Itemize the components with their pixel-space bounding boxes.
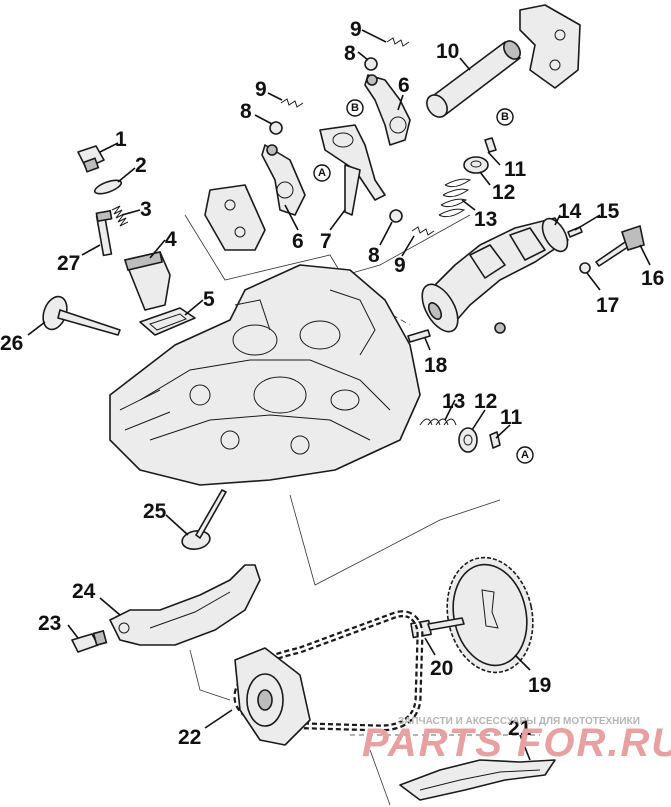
callout-22: 22 xyxy=(178,726,201,749)
callout-24: 24 xyxy=(72,580,96,603)
watermark-logo: PARTS FOR.RU xyxy=(362,721,671,765)
callout-9-top: 9 xyxy=(350,18,362,41)
callout-23: 23 xyxy=(38,612,61,635)
chain-guide-upper xyxy=(109,564,261,646)
leader-lines xyxy=(27,29,651,761)
cylinder-head xyxy=(109,264,421,486)
callout-13-upper: 13 xyxy=(474,208,497,231)
callout-8-center: 8 xyxy=(368,244,380,267)
lower-valve-spring xyxy=(419,418,457,426)
dowel-pin xyxy=(567,226,583,238)
callout-9-left: 9 xyxy=(255,78,267,101)
chain-guide-lower xyxy=(399,759,556,801)
callout-13-lower: 13 xyxy=(442,390,465,413)
callout-7: 7 xyxy=(320,230,332,253)
upper-valve-keeper xyxy=(484,137,497,153)
cam-sprocket-bolt xyxy=(595,224,645,267)
callout-numbers: 1 2 3 4 5 6 6 7 8 8 8 9 9 9 10 11 11 12 … xyxy=(0,18,664,749)
ref-circle-a-upper: A xyxy=(313,164,331,182)
rocker-shaft xyxy=(426,40,521,118)
callout-3: 3 xyxy=(140,198,152,221)
callout-12-upper: 12 xyxy=(492,181,515,204)
ref-circle-b-right: B xyxy=(496,108,514,126)
callout-26: 26 xyxy=(0,332,23,355)
intake-valve xyxy=(42,295,121,336)
ref-letter: B xyxy=(501,111,509,123)
callout-6-left: 6 xyxy=(292,230,304,253)
gasket-block-left xyxy=(204,184,266,251)
callout-18: 18 xyxy=(424,354,448,377)
tensioner-spring xyxy=(111,205,129,227)
o-ring xyxy=(93,179,123,195)
callout-10: 10 xyxy=(436,40,459,63)
callout-16: 16 xyxy=(641,267,664,290)
watermark: ЗАПЧАСТИ И АКСЕССУАРЫ ДЛЯ МОТОТЕХНИКИ PA… xyxy=(362,716,671,765)
callout-8-left: 8 xyxy=(240,100,252,123)
rocker-arm-right xyxy=(364,74,411,146)
dowel-pin-18 xyxy=(407,329,431,343)
callout-19: 19 xyxy=(528,674,551,697)
callout-25: 25 xyxy=(143,500,167,523)
callout-27: 27 xyxy=(57,252,80,275)
rocker-arm-left xyxy=(261,144,306,216)
cam-chain-tensioner xyxy=(123,251,171,311)
tensioner-bolt xyxy=(95,209,113,257)
callout-5: 5 xyxy=(203,288,215,311)
lower-spring-retainer xyxy=(458,427,478,453)
callout-1: 1 xyxy=(115,128,127,151)
ref-letter: A xyxy=(521,449,529,461)
callout-2: 2 xyxy=(135,154,147,177)
lower-valve-keeper xyxy=(489,431,501,449)
callout-11-upper: 11 xyxy=(504,158,527,181)
flange-nut xyxy=(579,262,591,274)
ref-circle-b-left: B xyxy=(346,99,364,117)
watermark-caption: ЗАПЧАСТИ И АКСЕССУАРЫ ДЛЯ МОТОТЕХНИКИ xyxy=(398,716,640,727)
callout-15: 15 xyxy=(596,200,620,223)
upper-spring-retainer xyxy=(463,156,489,174)
callout-17: 17 xyxy=(596,294,619,317)
callout-4: 4 xyxy=(165,228,177,251)
guide-bolt xyxy=(71,629,108,653)
cam-sprocket xyxy=(446,556,534,674)
bearing-cap-top-right xyxy=(519,4,581,89)
callout-6-right: 6 xyxy=(398,74,410,97)
crank-sprocket xyxy=(234,647,311,746)
ref-circle-a-lower: A xyxy=(516,446,534,464)
lock-nuts-and-adjust-screws xyxy=(269,37,435,236)
ref-letter: A xyxy=(318,167,326,179)
exhaust-valve xyxy=(181,489,227,550)
tensioner-gasket xyxy=(139,307,196,336)
callout-11-lower: 11 xyxy=(500,406,523,429)
ref-letter: B xyxy=(351,102,359,114)
callout-14: 14 xyxy=(558,200,582,223)
rocker-arm-center xyxy=(319,124,386,216)
upper-valve-spring xyxy=(438,178,472,218)
callout-8-top: 8 xyxy=(344,42,356,65)
callout-21: 21 xyxy=(508,717,532,740)
plug-bolt xyxy=(77,145,105,173)
camshaft xyxy=(421,217,569,334)
callout-20: 20 xyxy=(430,657,453,680)
callout-12-lower: 12 xyxy=(474,390,497,413)
callout-9-center: 9 xyxy=(394,254,406,277)
